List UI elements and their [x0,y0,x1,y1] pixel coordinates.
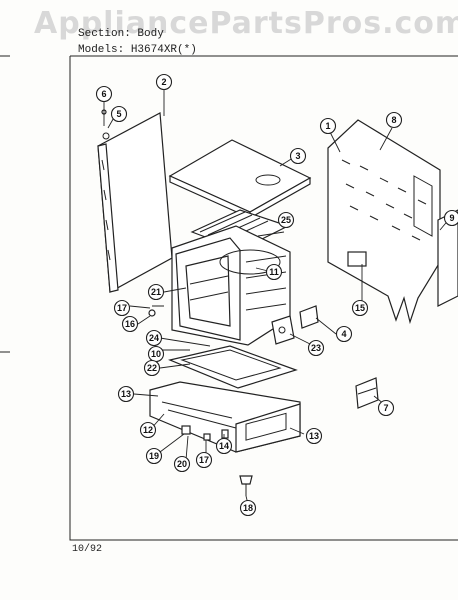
svg-text:5: 5 [116,109,121,119]
page-frame [69,55,458,541]
callout-25: 25 [277,211,295,229]
callout-2: 2 [155,73,173,91]
section-header: Section: Body [78,28,164,40]
leveling-leg [239,475,253,496]
top-panel [168,139,312,220]
svg-text:14: 14 [219,441,229,451]
storage-drawer [149,381,301,453]
screw [203,433,211,441]
callout-5: 5 [110,105,128,123]
svg-text:20: 20 [177,459,187,469]
back-panel [327,119,441,325]
screw-16 [148,309,156,317]
watermark: AppliancePartsPros.com [34,6,458,41]
svg-text:11: 11 [269,267,279,277]
callout-17a: 17 [113,299,131,317]
section-label: Section: [78,28,131,40]
callout-23: 23 [307,339,325,357]
revision-date: 10/92 [72,544,103,555]
callout-13a: 13 [117,385,135,403]
svg-text:17: 17 [117,303,127,313]
svg-text:7: 7 [383,403,388,413]
screw [221,429,229,439]
callout-8: 8 [385,111,403,129]
section-value: Body [137,28,164,40]
callout-18: 18 [239,499,257,517]
models-value: H3674XR(*) [130,44,197,56]
svg-text:22: 22 [147,363,157,373]
svg-text:24: 24 [149,333,159,343]
svg-text:23: 23 [311,343,321,353]
svg-text:12: 12 [143,425,153,435]
door-panel [97,112,173,293]
oven-cavity [171,225,291,346]
callout-17b: 17 [195,451,213,469]
svg-text:2: 2 [161,77,166,87]
callout-21: 21 [147,283,165,301]
callout-22: 22 [143,359,161,377]
svg-text:19: 19 [149,451,159,461]
hinge-assembly [271,315,295,345]
callout-13b: 13 [305,427,323,445]
svg-text:17: 17 [199,455,209,465]
callout-11: 11 [265,263,283,281]
bracket [299,305,319,329]
callout-16: 16 [121,315,139,333]
callout-7: 7 [377,399,395,417]
callout-3: 3 [289,147,307,165]
drawer-glide [181,425,191,435]
svg-text:13: 13 [121,389,131,399]
callout-14: 14 [215,437,233,455]
svg-text:8: 8 [391,115,396,125]
models-header: Models: H3674XR(*) [78,44,197,56]
models-label: Models: [78,44,125,56]
callout-12: 12 [139,421,157,439]
svg-text:3: 3 [295,151,300,161]
svg-text:18: 18 [243,503,253,513]
svg-text:9: 9 [449,213,454,223]
callout-1: 1 [319,117,337,135]
svg-text:4: 4 [341,329,346,339]
callout-6: 6 [95,85,113,103]
callout-10: 10 [147,345,165,363]
svg-text:13: 13 [309,431,319,441]
callout-19: 19 [145,447,163,465]
broiler-pan [168,345,298,389]
svg-text:10: 10 [151,349,161,359]
callout-4: 4 [335,325,353,343]
svg-text:15: 15 [355,303,365,313]
svg-text:1: 1 [325,121,330,131]
callout-20: 20 [173,455,191,473]
callout-15: 15 [351,299,369,317]
callout-24: 24 [145,329,163,347]
callout-9: 9 [443,209,458,227]
svg-text:16: 16 [125,319,135,329]
svg-text:6: 6 [101,89,106,99]
hinge-receiver [355,377,379,409]
svg-text:25: 25 [281,215,291,225]
svg-text:21: 21 [151,287,161,297]
